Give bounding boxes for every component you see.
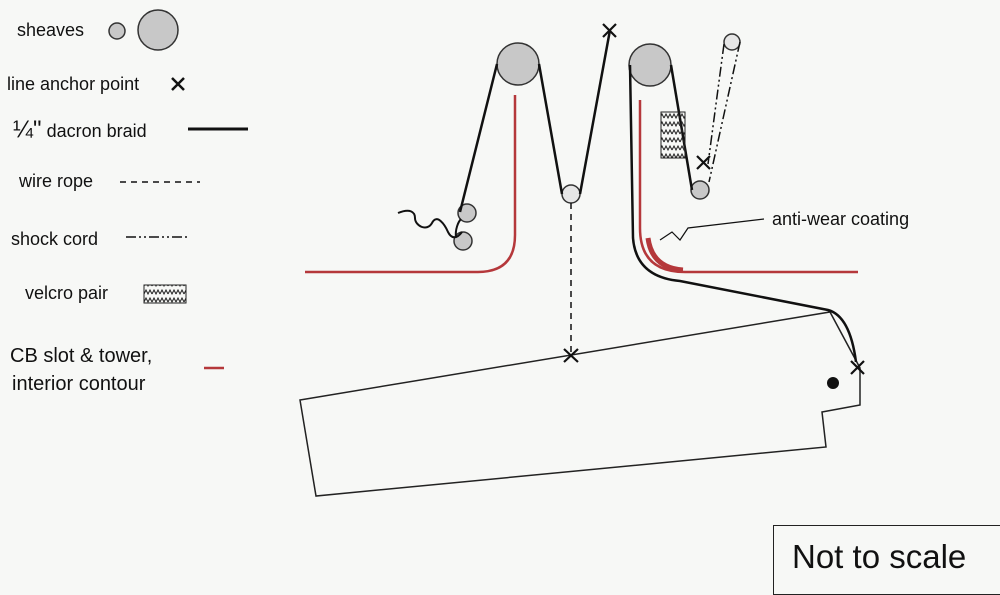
legend-sheave-small-icon: [108, 22, 126, 40]
not-to-scale-box: Not to scale: [773, 525, 1000, 595]
pivot-dot: [827, 377, 839, 389]
dacron-line-left: [458, 29, 612, 213]
anti-wear-pointer: [659, 218, 765, 241]
sheave-small-right-top: [723, 33, 741, 51]
legend-anchor-label: line anchor point: [7, 74, 140, 94]
legend-anchor-x-icon: [171, 77, 185, 91]
shock-cord: [707, 41, 741, 183]
sheave-small-top: [457, 203, 477, 223]
dacron-line-right: [628, 64, 858, 363]
anti-wear-coating: [645, 237, 684, 273]
legend-sheaves-label: sheaves: [17, 20, 85, 40]
legend-wire-rope-label: wire rope: [19, 171, 94, 191]
anchor-point-top: [602, 23, 617, 38]
left-slot-contour: [305, 95, 517, 274]
legend-dacron-label: ¼" dacron braid: [13, 116, 147, 144]
legend-shock-cord-label: shock cord: [11, 229, 99, 249]
velcro-pair: [660, 111, 686, 159]
legend-dacron-fraction: ¼": [13, 116, 42, 143]
sheave-small-center: [561, 184, 581, 204]
legend-cb-line1: CB slot & tower,: [10, 345, 153, 367]
dacron-tail-loop: [454, 218, 462, 238]
right-tower-contour: [638, 100, 858, 274]
legend-sheave-large-icon: [137, 9, 179, 51]
anchor-point-shock: [696, 155, 711, 170]
anchor-point-right: [850, 360, 865, 375]
legend-velcro-label: velcro pair: [25, 283, 109, 303]
not-to-scale-text: Not to scale: [792, 538, 967, 575]
anti-wear-label: anti-wear coating: [772, 209, 910, 229]
sheave-large-left: [496, 42, 540, 86]
legend-velcro-icon: [143, 284, 187, 304]
legend-cb-line2: interior contour: [12, 373, 146, 395]
legend-dacron-text: dacron braid: [46, 121, 147, 141]
sheave-large-right: [628, 43, 672, 87]
anchor-point-board: [563, 348, 579, 363]
centreboard-outline: [299, 311, 861, 497]
sheave-small-right-bottom: [690, 180, 710, 200]
dacron-tail-wavy: [397, 209, 463, 239]
